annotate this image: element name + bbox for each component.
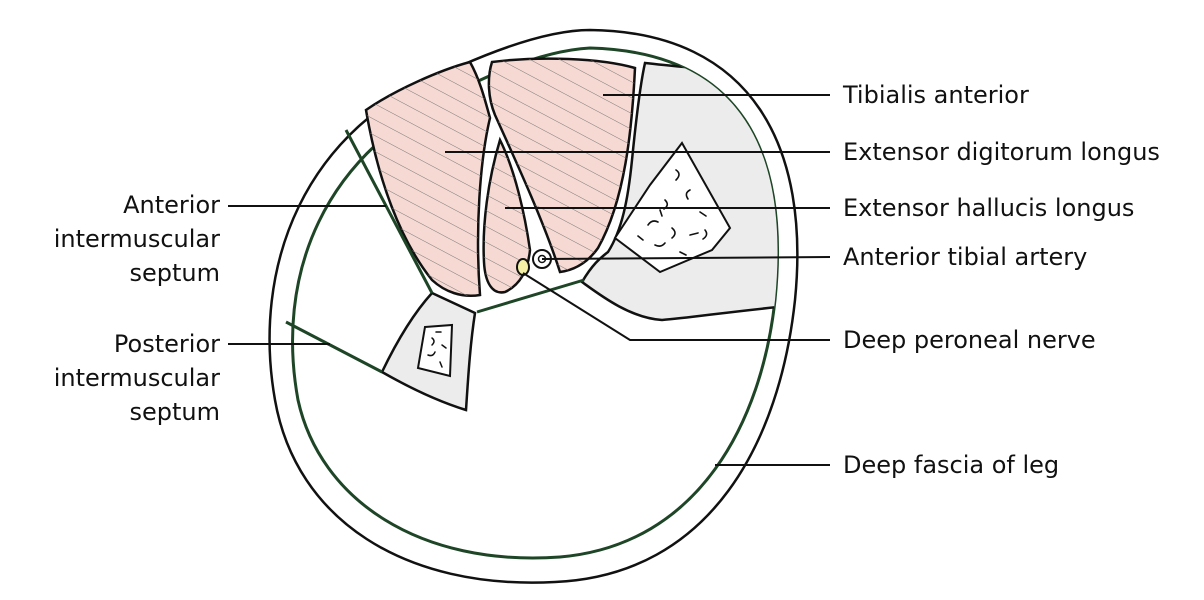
label-anterior-tibial-artery: Anterior tibial artery <box>843 243 1088 271</box>
label-line: intermuscular <box>53 225 220 253</box>
interosseous-membrane <box>476 278 585 314</box>
label-extensor-hallucis-longus: Extensor hallucis longus <box>843 194 1135 222</box>
anterior-intermuscular-septum <box>344 129 434 294</box>
label-tibialis-anterior: Tibialis anterior <box>843 81 1029 109</box>
label-line: intermuscular <box>53 364 220 392</box>
label-extensor-digitorum-longus: Extensor digitorum longus <box>843 138 1160 166</box>
leader-lines <box>228 94 831 466</box>
leader-deep-peroneal-nerve <box>522 272 830 341</box>
label-line: septum <box>129 398 220 426</box>
posterior-intermuscular-septum <box>285 320 383 374</box>
label-deep-fascia-of-leg: Deep fascia of leg <box>843 451 1060 479</box>
label-deep-peroneal-nerve: Deep peroneal nerve <box>843 326 1096 354</box>
label-posterior-intermuscular-septum: Posterior intermuscular septum <box>54 327 220 429</box>
fibula-cancellous-marks <box>427 331 447 368</box>
leader-anterior-tibial-artery <box>541 256 831 260</box>
label-line: septum <box>129 259 220 287</box>
label-line: Anterior <box>123 191 220 219</box>
label-anterior-intermuscular-septum: Anterior intermuscular septum <box>54 188 220 290</box>
label-line: Posterior <box>113 330 220 358</box>
deep-peroneal-nerve <box>516 258 530 276</box>
fibula-medullary-cavity <box>416 323 454 378</box>
